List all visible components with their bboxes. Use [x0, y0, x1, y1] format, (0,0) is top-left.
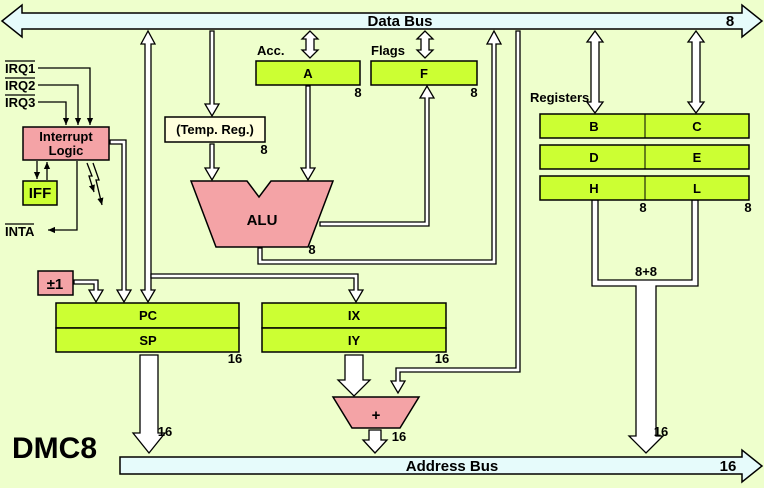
register-e-label: E — [693, 150, 702, 165]
incdec-unit: ±1 — [37, 270, 74, 296]
register-f-label: F — [420, 66, 428, 81]
interrupt-pulse-icon-2 — [92, 162, 104, 206]
acc-to-alu-arrow — [299, 85, 317, 182]
data-bus-label: Data Bus — [367, 13, 432, 30]
address-adder: + — [331, 396, 421, 429]
alu: ALU — [189, 180, 335, 248]
temp-register-label: (Temp. Reg.) — [176, 122, 254, 137]
address-bus-label: Address Bus — [406, 458, 499, 475]
register-h-width: 8 — [639, 200, 646, 215]
interrupt-signals: IRQ1 IRQ2 IRQ3 — [5, 60, 94, 125]
ix-iy-width: 16 — [435, 351, 449, 366]
temp-register-width: 8 — [260, 142, 267, 157]
register-ix-label: IX — [348, 308, 361, 323]
inta-line — [48, 161, 78, 234]
incdec-to-pc-arrow — [73, 279, 105, 304]
interrupt-logic-line1: Interrupt — [39, 129, 93, 144]
acc-caption: Acc. — [257, 43, 284, 58]
register-c-label: C — [692, 119, 702, 134]
data-bus-to-ix-arrow — [150, 273, 365, 304]
interrupt-logic: Interrupt Logic — [22, 126, 110, 161]
sp-to-address-width: 16 — [158, 424, 172, 439]
irq1-label: IRQ1 — [5, 61, 35, 76]
data-bus-width: 8 — [726, 13, 734, 30]
temp-to-alu-arrow — [203, 143, 221, 182]
ix-iy-to-adder-arrow — [336, 354, 372, 397]
register-b-label: B — [589, 119, 598, 134]
iff-label: IFF — [29, 185, 52, 202]
temp-reg-in-arrow — [203, 30, 221, 118]
alu-to-flags-arrow — [319, 84, 436, 227]
adder-label: + — [372, 407, 381, 424]
register-l-width: 8 — [744, 200, 751, 215]
register-pair-de: D E — [539, 144, 750, 170]
register-pair-bc: B C — [539, 113, 750, 139]
alu-to-data-bus-arrow — [257, 29, 503, 265]
register-f: F — [370, 60, 478, 86]
address-bus: Address Bus 16 — [119, 448, 764, 484]
iff-flipflop: IFF — [22, 180, 58, 206]
alu-label: ALU — [247, 212, 278, 229]
hl-to-address-bus-arrow — [591, 199, 699, 454]
alu-width: 8 — [308, 242, 315, 257]
temp-register: (Temp. Reg.) — [164, 116, 266, 143]
interrupt-to-pc-arrow — [109, 139, 133, 304]
acc-bus-arrow — [300, 30, 320, 59]
pc-sp-to-address-bus-arrow — [131, 354, 167, 455]
data-bus-to-pc-arrow — [139, 29, 157, 304]
register-pc-sp: PC SP — [55, 302, 240, 353]
register-l-label: L — [693, 181, 701, 196]
adder-to-address-bus-arrow — [361, 429, 389, 454]
irq3-label: IRQ3 — [5, 95, 35, 110]
interrupt-pulse-icon — [86, 162, 95, 193]
flags-bus-arrow — [415, 30, 435, 59]
register-a-label: A — [303, 66, 313, 81]
register-a-width: 8 — [354, 85, 361, 100]
pc-sp-width: 16 — [228, 351, 242, 366]
diagram-title: DMC8 — [12, 432, 97, 465]
register-iy-label: IY — [348, 333, 361, 348]
reg-bc-bus-arrow-right — [686, 29, 706, 115]
register-a: A — [255, 60, 361, 86]
register-pair-hl: H L — [539, 175, 750, 201]
adder-width: 16 — [392, 429, 406, 444]
register-d-label: D — [589, 150, 598, 165]
interrupt-logic-line2: Logic — [49, 143, 84, 158]
inta-label: INTA — [5, 224, 35, 239]
data-bus: Data Bus 8 — [0, 3, 764, 39]
registers-caption: Registers — [530, 90, 589, 105]
register-ix-iy: IX IY — [261, 302, 447, 353]
irq2-label: IRQ2 — [5, 78, 35, 93]
register-h-label: H — [589, 181, 598, 196]
register-pc-label: PC — [139, 308, 158, 323]
register-f-width: 8 — [470, 85, 477, 100]
flags-caption: Flags — [371, 43, 405, 58]
incdec-label: ±1 — [47, 276, 64, 293]
register-sp-label: SP — [139, 333, 157, 348]
hl-to-address-width: 16 — [654, 424, 668, 439]
address-bus-width: 16 — [720, 458, 737, 475]
hl-pair-width: 8+8 — [635, 264, 657, 279]
data-bus-to-adder-arrow — [389, 30, 521, 395]
reg-bc-bus-arrow-left — [585, 29, 605, 115]
